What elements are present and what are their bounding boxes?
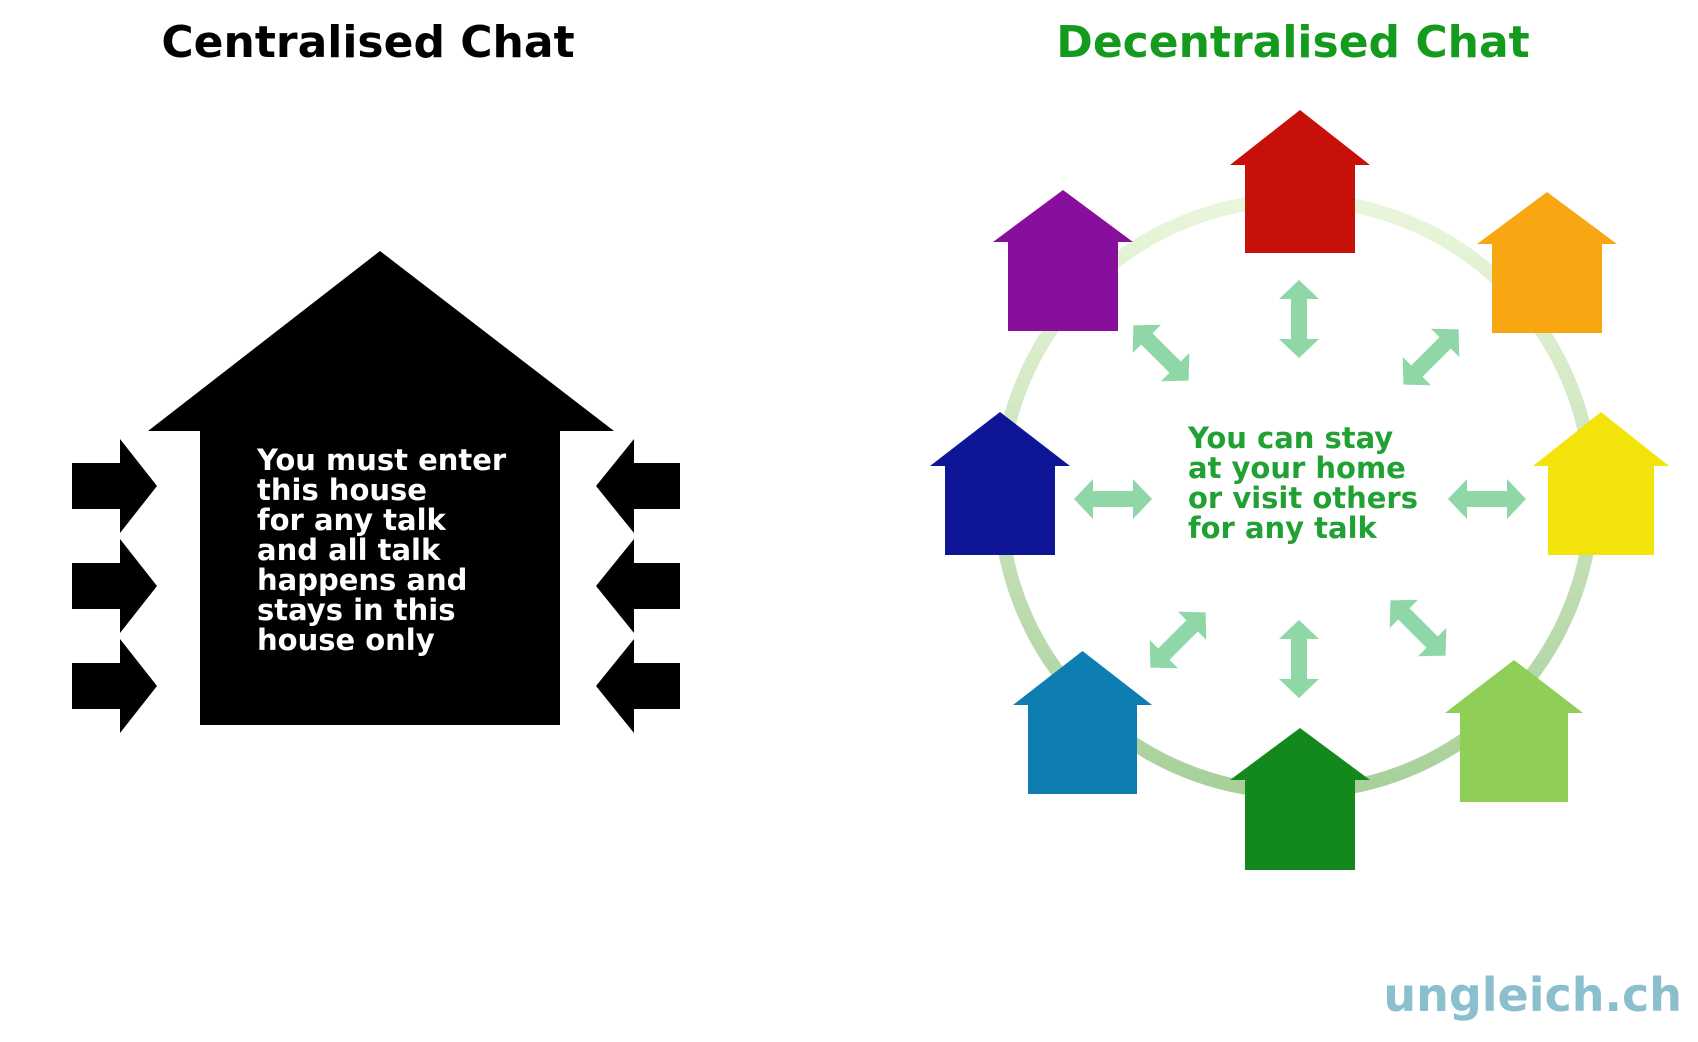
double-arrow-icon xyxy=(1402,328,1460,386)
text-line: at your home xyxy=(1188,451,1406,485)
text-line: stays in this xyxy=(257,593,455,627)
house-bottom-left-icon xyxy=(1013,651,1152,794)
incoming-arrows-right xyxy=(596,439,680,733)
text-line: You can stay xyxy=(1187,421,1393,455)
double-arrow-icon xyxy=(1448,479,1526,519)
central-house xyxy=(148,251,614,725)
text-line: happens and xyxy=(257,563,467,597)
arrow-right-icon xyxy=(72,639,157,733)
house-bottom-right-icon xyxy=(1445,660,1583,802)
double-arrow-icon xyxy=(1279,620,1319,698)
double-arrow-icon xyxy=(1149,611,1207,669)
text-line: this house xyxy=(257,473,427,507)
house-bottom-icon xyxy=(1230,728,1370,870)
house-top-left-icon xyxy=(993,190,1133,331)
incoming-arrows-left xyxy=(72,439,157,733)
text-line: You must enter xyxy=(256,443,507,477)
arrow-left-icon xyxy=(596,439,680,533)
decentralised-title: Decentralised Chat xyxy=(1056,17,1529,68)
house-top-icon xyxy=(1230,110,1370,253)
house-right-icon xyxy=(1533,412,1669,555)
house-top-right-icon xyxy=(1477,192,1617,333)
text-line: or visit others xyxy=(1188,481,1418,515)
arrow-right-icon xyxy=(72,439,157,533)
double-arrow-icon xyxy=(1389,599,1447,657)
houses xyxy=(930,110,1669,870)
double-arrow-icon xyxy=(1132,324,1190,382)
text-line: house only xyxy=(257,623,435,657)
double-arrow-icon xyxy=(1279,280,1319,358)
text-line: and all talk xyxy=(257,533,441,567)
text-line: for any talk xyxy=(257,503,447,537)
two-way-arrows xyxy=(1074,280,1526,698)
house-left-icon xyxy=(930,412,1070,555)
arrow-left-icon xyxy=(596,539,680,633)
arrow-left-icon xyxy=(596,639,680,733)
text-line: for any talk xyxy=(1188,511,1378,545)
arrow-right-icon xyxy=(72,539,157,633)
brand-name: ungleich.ch xyxy=(1383,968,1682,1022)
centralised-title: Centralised Chat xyxy=(161,17,574,68)
double-arrow-icon xyxy=(1074,479,1152,519)
